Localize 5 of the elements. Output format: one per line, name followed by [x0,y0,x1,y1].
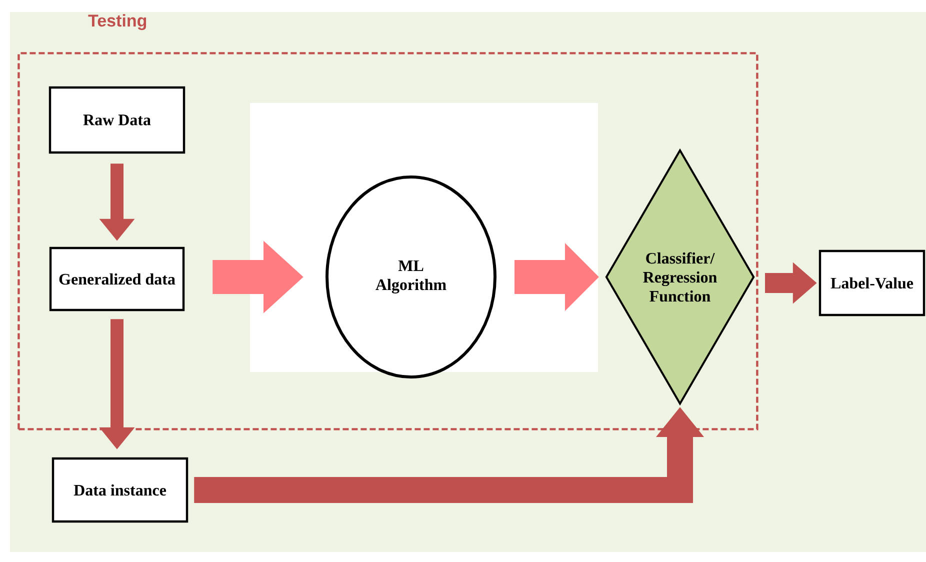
process-box: Generalized data [49,246,185,312]
region-title: Testing [88,14,146,30]
process-box: Label-Value [818,250,926,316]
process-box: Data instance [52,457,188,523]
process-box: Raw Data [48,86,186,154]
